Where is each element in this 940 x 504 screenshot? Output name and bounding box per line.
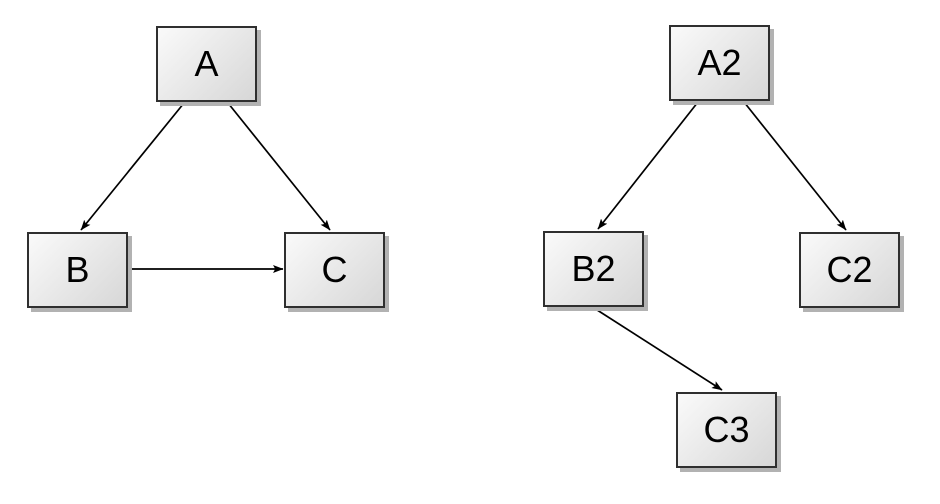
edge-B2-C3 <box>593 307 723 391</box>
node-A: A <box>156 26 257 102</box>
node-label: C2 <box>826 249 873 290</box>
edge-A2-B2 <box>597 101 699 230</box>
node-label: C3 <box>703 409 750 450</box>
node-C2: C2 <box>799 232 900 308</box>
node-B: B <box>27 232 128 308</box>
node-C3: C3 <box>676 392 777 468</box>
node-label: A <box>194 43 219 84</box>
node-A2: A2 <box>669 25 770 101</box>
node-label: A2 <box>697 42 742 83</box>
edge-A-C <box>227 102 331 231</box>
edge-A-B <box>80 102 185 231</box>
edge-A2-C2 <box>743 101 847 231</box>
node-C: C <box>284 232 385 308</box>
node-B2: B2 <box>543 231 644 307</box>
node-label: C <box>321 249 348 290</box>
node-label: B <box>65 249 90 290</box>
node-label: B2 <box>571 248 616 289</box>
